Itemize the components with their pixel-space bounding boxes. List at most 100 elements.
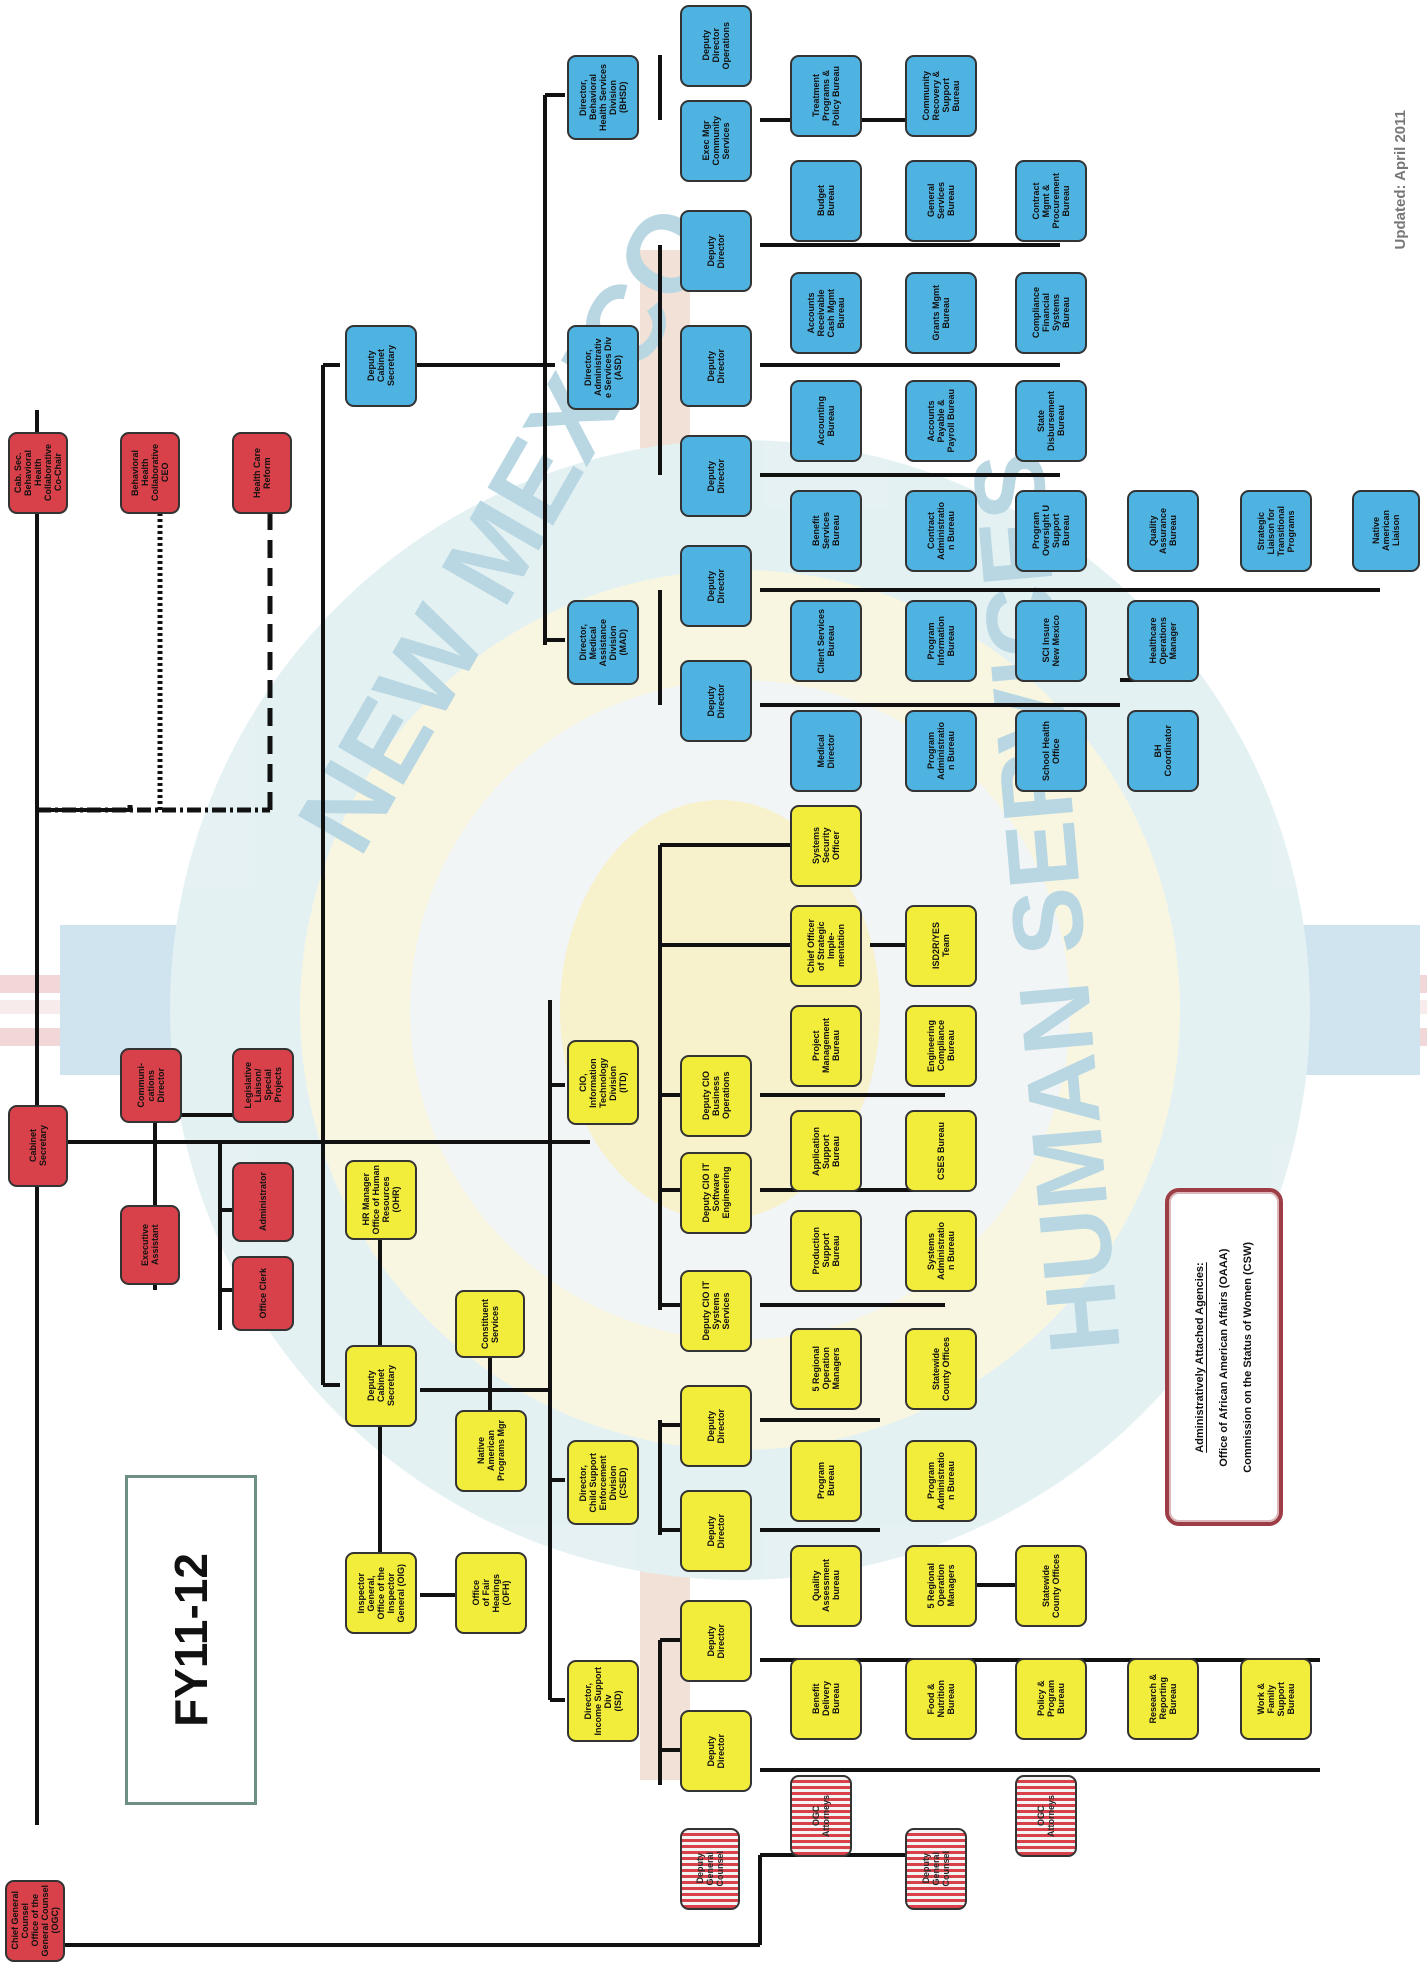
asd-deputy-director-c-box: Deputy Director (680, 210, 752, 292)
general-services-box: General Services Bureau (905, 160, 977, 242)
research-reporting-box: Research & Reporting Bureau (1127, 1658, 1199, 1740)
exec-mgr-community-services-label: Exec Mgr Community Services (701, 116, 731, 166)
isd-statewide-county-box: Statewide County Offices (1015, 1545, 1087, 1627)
budget-bureau-box: Budget Bureau (790, 160, 862, 242)
community-recovery-box: Community Recovery & Support Bureau (905, 55, 977, 137)
csed-program-bureau-label: Program Bureau (816, 1462, 836, 1500)
isd-director-box: Director, Income Support Div (ISD) (567, 1660, 639, 1742)
deputy-cio-software-eng-label: Deputy CIO IT Software Engineering (701, 1163, 731, 1223)
isd-statewide-county-label: Statewide County Offices (1041, 1553, 1061, 1618)
asd-deputy-director-label: Deputy Director (706, 233, 726, 269)
deputy-cio-business-ops-box: Deputy CIO Business Operations (680, 1055, 752, 1137)
attached-agencies-heading: Administratively Attached Agencies: (1194, 1261, 1206, 1453)
research-reporting-label: Research & Reporting Bureau (1148, 1674, 1178, 1724)
inspector-general-label: Inspector General, Office of the Inspect… (356, 1563, 406, 1623)
csed-deputy-director-label: Deputy Director (706, 1408, 726, 1444)
health-care-reform-label: Health Care Reform (252, 447, 272, 499)
fiscal-year-title-box: FY11-12 (125, 1475, 257, 1805)
legislative-liaison-box: Legislative Liaison/ Special Projects (232, 1048, 294, 1123)
csed-deputy-director-a-box: Deputy Director (680, 1490, 752, 1572)
quality-assessment-label: Quality Assessment bureau (811, 1559, 841, 1613)
native-american-liaison-label: Native American Liaison (1371, 510, 1401, 552)
asd-director-label: Director, Administrativ e Services Div (… (583, 336, 623, 399)
grants-mgmt-label: Grants Mgmt Bureau (931, 285, 951, 341)
bh-coordinator-label: BH Coordinator (1153, 725, 1173, 777)
native-american-programs-box: Native American Programs Mgr (455, 1410, 527, 1492)
legal-label: OGC Attorneys (1036, 1794, 1056, 1837)
office-fair-hearings-label: Office of Fair Hearings (OFH) (471, 1573, 511, 1613)
bhsd-deputy-ops-box: Deputy Director Operations (680, 5, 752, 87)
bhsd-deputy-ops-label: Deputy Director Operations (701, 22, 731, 70)
isd-deputy-director-a-box: Deputy Director (680, 1710, 752, 1792)
office-clerk-label: Office Clerk (258, 1268, 268, 1319)
itd-cio-box: CIO, Information Technology Division (IT… (567, 1040, 639, 1125)
sci-insure-box: SCI Insure New Mexico (1015, 600, 1087, 682)
office-clerk-box: Office Clerk (232, 1256, 294, 1331)
food-nutrition-label: Food & Nutrition Bureau (926, 1680, 956, 1718)
csed-program-admin-label: Program Administratio n Bureau (926, 1451, 956, 1510)
client-services-label: Client Services Bureau (816, 608, 836, 674)
office-fair-hearings-box: Office of Fair Hearings (OFH) (455, 1552, 527, 1634)
health-care-reform-box: Health Care Reform (232, 432, 292, 514)
csed-deputy-director-label: Deputy Director (706, 1513, 726, 1549)
program-information-label: Program Information Bureau (926, 616, 956, 666)
systems-admin-label: Systems Administratio n Bureau (926, 1221, 956, 1280)
project-management-box: Project Management Bureau (790, 1005, 862, 1087)
legal-label: Deputy General Counsel (921, 1851, 951, 1887)
sci-insure-label: SCI Insure New Mexico (1041, 615, 1061, 667)
csed-regional-ops-box: 5 Regional Operation Managers (790, 1328, 862, 1410)
contract-admin-box: Contract Administratio n Bureau (905, 490, 977, 572)
csed-program-admin-box: Program Administratio n Bureau (905, 1440, 977, 1522)
asd-deputy-director-b-box: Deputy Director (680, 325, 752, 407)
communications-director-label: Communi- cations Director (136, 1063, 166, 1108)
constituent-services-box: Constituent Services (455, 1290, 525, 1358)
isd-deputy-director-label: Deputy Director (706, 1733, 726, 1769)
work-family-support-box: Work & Family Support Bureau (1240, 1658, 1312, 1740)
policy-program-label: Policy & Program Bureau (1036, 1680, 1066, 1718)
csed-director-box: Director, Child Support Enforcement Divi… (567, 1440, 639, 1525)
asd-deputy-director-label: Deputy Director (706, 348, 726, 384)
accounts-receivable-box: Accounts Receivable Cash Mgmt Bureau (790, 272, 862, 354)
mad-program-admin-box: Program Administratio n Bureau (905, 710, 977, 792)
ogc-attorneys-box-2: OGC Attorneys (1015, 1775, 1077, 1857)
systems-admin-box: Systems Administratio n Bureau (905, 1210, 977, 1292)
csed-deputy-director-b-box: Deputy Director (680, 1385, 752, 1467)
cabinet-secretary-box: Cabinet Secretary (8, 1105, 68, 1187)
itd-cio-label: CIO, Information Technology Division (IT… (578, 1057, 628, 1108)
deputy-cabinet-secretary-programs-box: Deputy Cabinet Secretary (345, 325, 417, 407)
healthcare-ops-manager-label: Healthcare Operations Manager (1148, 617, 1178, 665)
isd2r-yes-team-label: ISD2R/YES Team (931, 922, 951, 970)
mad-deputy-director-a-box: Deputy Director (680, 660, 752, 742)
accounting-bureau-label: Accounting Bureau (816, 396, 836, 446)
strategic-liaison-box: Strategic Liaison for Transitional Progr… (1240, 490, 1312, 572)
contract-procurement-label: Contract Mgmt & Procurement Bureau (1031, 173, 1071, 229)
legal-label: Deputy General Counsel (695, 1851, 725, 1887)
mad-program-admin-label: Program Administratio n Bureau (926, 721, 956, 780)
chief-general-counsel-box: Chief General Counsel Office of the Gene… (5, 1880, 65, 1962)
general-services-label: General Services Bureau (926, 182, 956, 220)
ogc-attorneys-box-1: OGC Attorneys (790, 1775, 852, 1857)
isd2r-yes-team-box: ISD2R/YES Team (905, 905, 977, 987)
compliance-financial-label: Compliance Financial Systems Bureau (1031, 287, 1071, 339)
mad-deputy-director-b-box: Deputy Director (680, 545, 752, 627)
work-family-support-label: Work & Family Support Bureau (1256, 1681, 1296, 1717)
healthcare-ops-manager-box: Healthcare Operations Manager (1127, 600, 1199, 682)
accounts-payable-box: Accounts Payable & Payroll Bureau (905, 380, 977, 462)
bhsd-director-label: Director, Behavioral Health Services Div… (578, 63, 628, 132)
deputy-cio-systems-services-box: Deputy CIO IT Systems Services (680, 1270, 752, 1352)
program-information-box: Program Information Bureau (905, 600, 977, 682)
administrator-label: Administrator (258, 1172, 268, 1232)
native-american-programs-label: Native American Programs Mgr (476, 1420, 506, 1482)
asd-deputy-director-label: Deputy Director (706, 458, 726, 494)
updated-date-text: Updated: April 2011 (1392, 110, 1409, 250)
compliance-financial-box: Compliance Financial Systems Bureau (1015, 272, 1087, 354)
medical-director-label: Medical Director (816, 733, 836, 769)
cses-bureau-label: CSES Bureau (936, 1121, 946, 1181)
attached-agency-item: Commission on the Status of Women (CSW) (1242, 1241, 1254, 1473)
deputy-general-counsel-box-1: Deputy General Counsel (680, 1828, 740, 1910)
systems-security-officer-label: Systems Security Officer (811, 827, 841, 865)
production-support-box: Production Support Bureau (790, 1210, 862, 1292)
constituent-services-label: Constituent Services (480, 1299, 500, 1349)
application-support-label: Application Support Bureau (811, 1126, 841, 1176)
mad-deputy-director-label: Deputy Director (706, 568, 726, 604)
